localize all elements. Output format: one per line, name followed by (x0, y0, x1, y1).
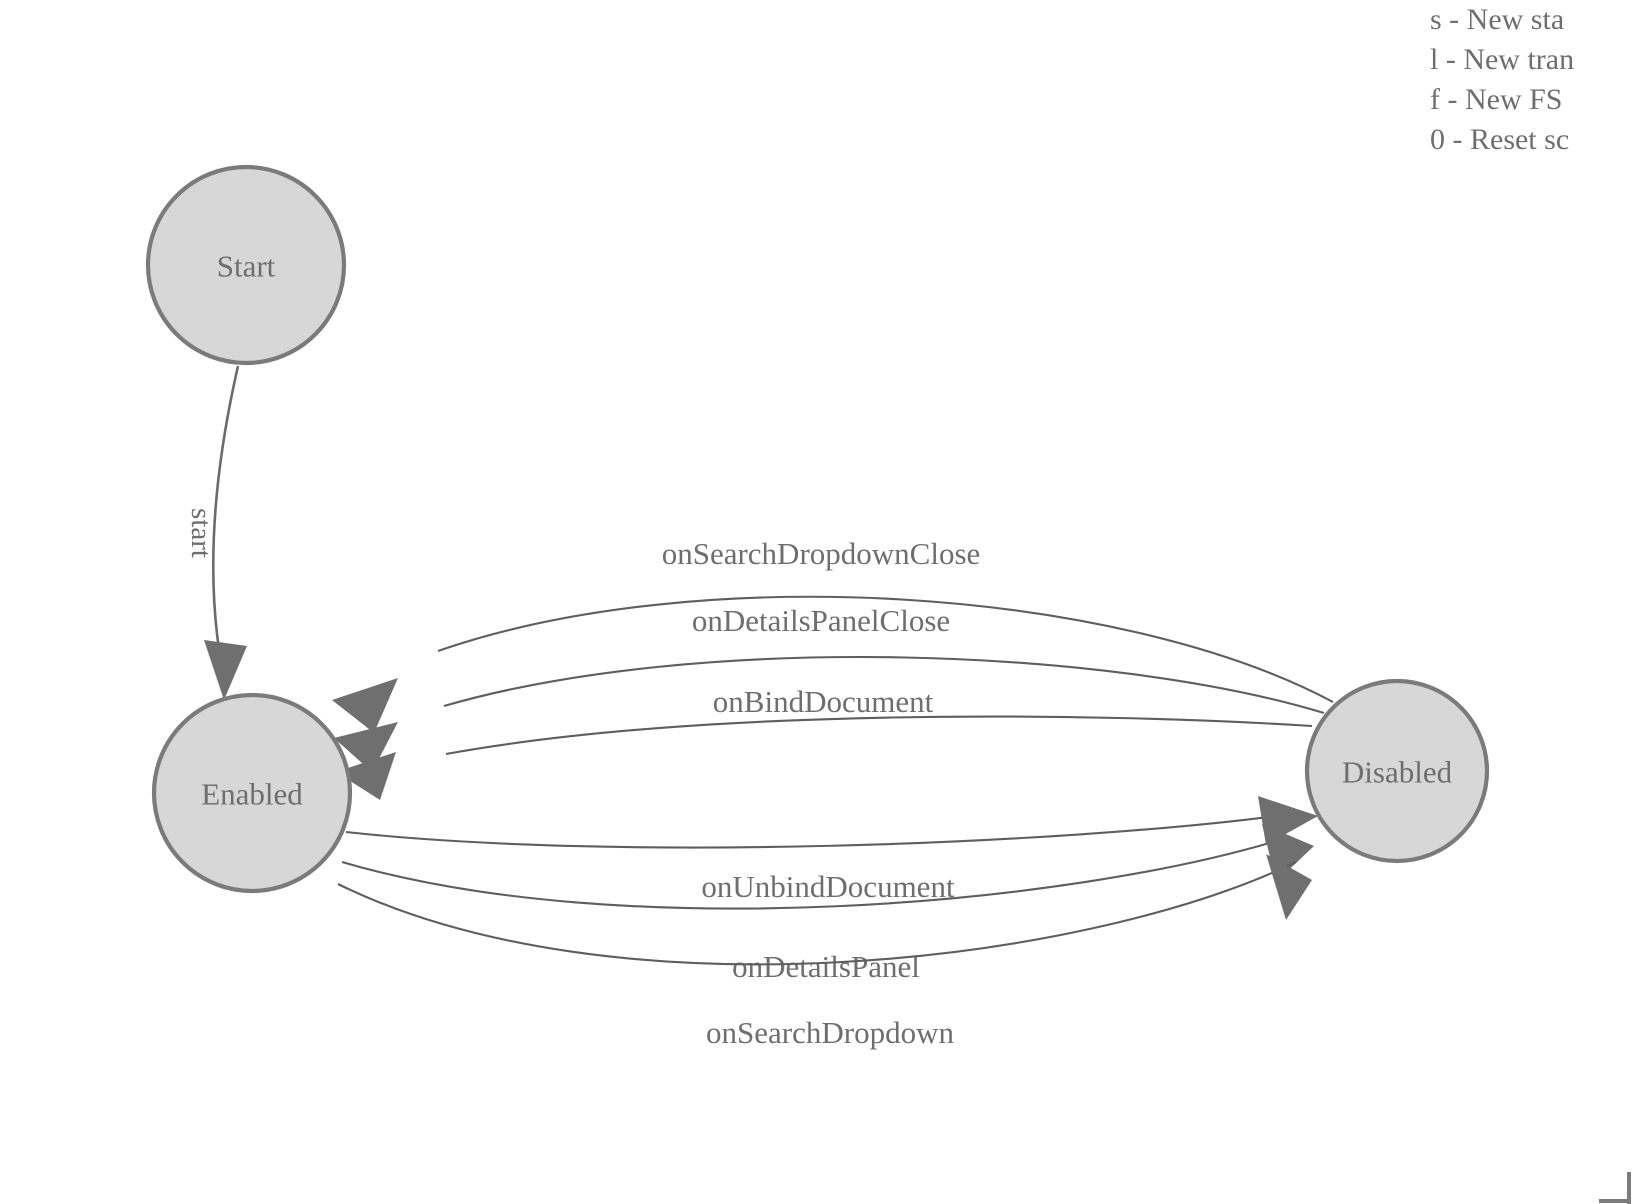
transition-bind-document-label: onBindDocument (713, 684, 934, 719)
transition-details-panel-label: onDetailsPanel (732, 949, 920, 984)
state-node-enabled-label: Enabled (201, 777, 303, 812)
transition-details-panel-close-label: onDetailsPanelClose (692, 603, 950, 638)
transition-search-dropdown-close[interactable]: onSearchDropdownClose (332, 536, 1334, 733)
transition-search-dropdown-close-label: onSearchDropdownClose (662, 536, 981, 571)
state-node-start[interactable]: Start (145, 164, 347, 366)
transition-bind-document[interactable]: onBindDocument (336, 684, 1313, 800)
transition-details-panel-path[interactable] (341, 836, 1287, 910)
transition-search-dropdown-close-path[interactable] (437, 595, 1334, 703)
resize-corner-horizontal-line (1599, 1199, 1631, 1203)
transition-search-dropdown[interactable]: onSearchDropdown (337, 854, 1312, 1050)
transition-details-panel-close-path[interactable] (443, 655, 1325, 715)
state-node-enabled-circle[interactable] (151, 692, 353, 894)
state-node-start-label: Start (217, 249, 276, 284)
transition-start[interactable]: start (185, 365, 247, 700)
transition-search-dropdown-close-arrowhead (332, 678, 398, 733)
transition-unbind-document-path[interactable] (345, 814, 1277, 849)
transition-search-dropdown-label: onSearchDropdown (706, 1015, 954, 1050)
transition-search-dropdown-path[interactable] (337, 861, 1297, 966)
transition-bind-document-path[interactable] (445, 715, 1313, 756)
transition-start-arrowhead (204, 640, 247, 700)
transition-details-panel[interactable]: onDetailsPanel (341, 824, 1314, 984)
state-node-enabled[interactable]: Enabled (151, 692, 353, 894)
transition-search-dropdown-arrowhead (1266, 854, 1312, 920)
transition-details-panel-close-arrowhead (334, 722, 398, 772)
transition-unbind-document[interactable]: onUnbindDocument (345, 796, 1318, 904)
resize-corner-vertical-line (1627, 1172, 1631, 1204)
transition-bind-document-arrowhead (336, 752, 396, 800)
resize-corner-bracket[interactable] (1599, 1172, 1632, 1204)
state-node-start-circle[interactable] (145, 164, 347, 366)
transition-start-path[interactable] (211, 365, 240, 669)
transition-details-panel-close[interactable]: onDetailsPanelClose (334, 603, 1325, 772)
state-node-disabled-label: Disabled (1342, 755, 1453, 790)
transition-unbind-document-label: onUnbindDocument (701, 869, 955, 904)
state-node-disabled-circle[interactable] (1304, 678, 1490, 864)
transition-start-label: start (185, 508, 217, 558)
state-node-disabled[interactable]: Disabled (1304, 678, 1490, 864)
